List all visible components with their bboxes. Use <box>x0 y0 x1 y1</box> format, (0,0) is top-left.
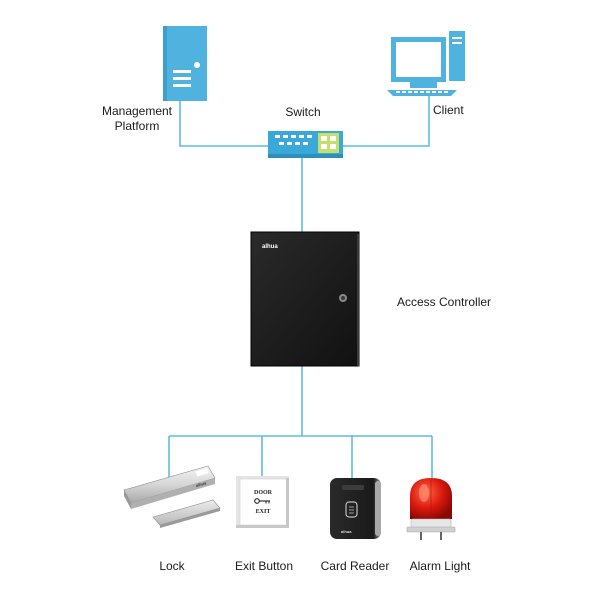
management-platform-label-line1: Management <box>101 104 173 118</box>
magnetic-lock-icon: alhua <box>123 465 221 528</box>
controller-brand-logo: alhua <box>262 244 278 250</box>
access-controller-label: Access Controller <box>397 295 492 309</box>
management-platform-label: Management Platform <box>97 104 177 134</box>
card-reader-icon: alhua <box>330 478 381 539</box>
client-label: Client <box>433 103 464 117</box>
exit-button-icon: DOOR EXIT <box>236 476 289 528</box>
alarm-light-label: Alarm Light <box>409 559 471 573</box>
exit-button-door-text: DOOR <box>254 490 273 496</box>
link-platform-switch <box>179 101 268 147</box>
exit-button-exit-text: EXIT <box>256 509 271 515</box>
card-reader-brand-logo: alhua <box>341 529 352 534</box>
link-client-switch <box>343 96 430 147</box>
exit-button-label: Exit Button <box>234 559 294 573</box>
connection-lines <box>168 96 433 478</box>
desktop-computer-icon <box>387 31 465 96</box>
controller-cabinet-icon: alhua <box>250 231 360 367</box>
management-platform-label-line2: Platform <box>114 119 160 133</box>
switch-label: Switch <box>285 105 321 119</box>
key-icon <box>254 498 270 504</box>
card-reader-label: Card Reader <box>320 559 390 573</box>
alarm-light-icon <box>406 478 456 540</box>
lock-label: Lock <box>159 559 185 573</box>
server-icon <box>163 26 207 101</box>
lock-brand-logo: alhua <box>195 480 207 488</box>
network-switch-icon <box>268 131 343 158</box>
